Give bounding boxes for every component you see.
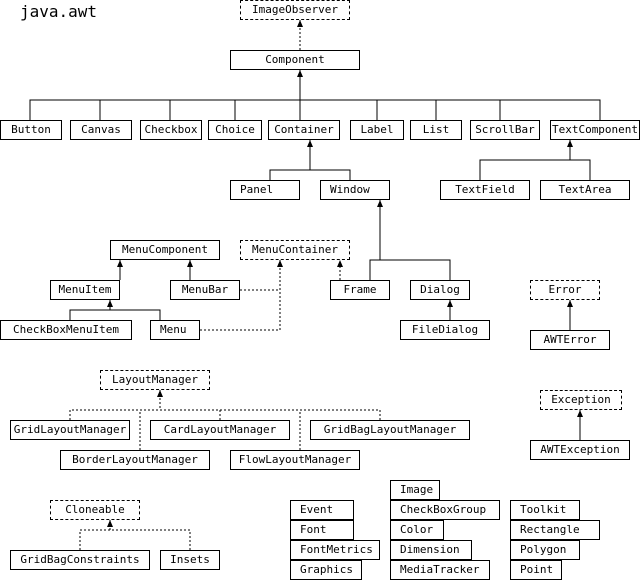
edge-frame-to-window — [369, 259, 380, 280]
cardlayoutmanager-class: CardLayoutManager — [150, 420, 290, 440]
textfield-class: TextField — [440, 180, 530, 200]
list-class: List — [410, 120, 462, 140]
arrowhead-awterror-to-error — [567, 300, 573, 307]
button-class: Button — [0, 120, 62, 140]
graphics-class: Graphics — [290, 560, 362, 580]
arrowhead-container-to-component — [297, 70, 303, 77]
arrowhead-awtexception-to-exception — [577, 410, 583, 417]
awterror-class: AWTError — [530, 330, 610, 350]
cloneable-interface: Cloneable — [50, 500, 140, 520]
borderlayoutmanager-class: BorderLayoutManager — [60, 450, 210, 470]
point-class: Point — [510, 560, 562, 580]
arrowhead-textarea-to-textcomponent — [567, 140, 573, 147]
gridbaglayoutmanager-class: GridBagLayoutManager — [310, 420, 470, 440]
filedialog-class: FileDialog — [400, 320, 490, 340]
arrowhead-component-to-imageobserver — [297, 20, 303, 27]
edge-gridbagconstraints-to-cloneable — [79, 529, 110, 550]
image-class: Image — [390, 480, 440, 500]
menuitem-class: MenuItem — [50, 280, 120, 300]
scrollbar-class: ScrollBar — [470, 120, 540, 140]
menu-class: Menu — [150, 320, 200, 340]
menubar-class: MenuBar — [170, 280, 240, 300]
mediatracker-class: MediaTracker — [390, 560, 490, 580]
layoutmanager-interface: LayoutManager — [100, 370, 210, 390]
edge-window-to-container — [309, 140, 351, 180]
error-interface: Error — [530, 280, 600, 300]
fontmetrics-class: FontMetrics — [290, 540, 380, 560]
arrowhead-menubar-to-menucomponent — [187, 260, 193, 267]
exception-interface: Exception — [540, 390, 622, 410]
polygon-class: Polygon — [510, 540, 580, 560]
edge-checkboxmenuitem-to-menuitem — [69, 309, 110, 320]
arrowhead-dialog-to-window — [377, 200, 383, 207]
color-class: Color — [390, 520, 444, 540]
font-class: Font — [290, 520, 354, 540]
dialog-class: Dialog — [410, 280, 470, 300]
edge-textfield-to-textcomponent — [479, 159, 570, 180]
imageobserver-interface: ImageObserver — [240, 0, 350, 20]
textcomponent-class: TextComponent — [550, 120, 640, 140]
toolkit-class: Toolkit — [510, 500, 580, 520]
gridlayoutmanager-class: GridLayoutManager — [10, 420, 130, 440]
edge-insets-to-cloneable — [109, 520, 191, 550]
arrowhead-menu-to-menuitem — [107, 300, 113, 307]
edge-menu-to-menucontainer — [200, 260, 281, 331]
canvas-class: Canvas — [70, 120, 132, 140]
edge-button-to-component — [29, 99, 300, 120]
edge-gridbaglayoutmanager-to-layoutmanager — [159, 390, 381, 420]
checkbox-class: Checkbox — [140, 120, 202, 140]
choice-class: Choice — [208, 120, 262, 140]
arrowhead-gridbaglayoutmanager-to-layoutmanager — [157, 390, 163, 397]
panel-class: Panel — [230, 180, 300, 200]
arrowhead-insets-to-cloneable — [107, 520, 113, 527]
event-class: Event — [290, 500, 354, 520]
rectangle-class: Rectangle — [510, 520, 600, 540]
edge-textcomponent-to-component — [300, 99, 601, 120]
arrowhead-window-to-container — [307, 140, 313, 147]
menucomponent-class: MenuComponent — [110, 240, 220, 260]
package-title: java.awt — [20, 2, 98, 21]
awtexception-class: AWTException — [530, 440, 630, 460]
dimension-class: Dimension — [390, 540, 472, 560]
insets-class: Insets — [160, 550, 220, 570]
edge-gridlayoutmanager-to-layoutmanager — [69, 409, 160, 420]
arrowhead-filedialog-to-dialog — [447, 300, 453, 307]
menucontainer-interface: MenuContainer — [240, 240, 350, 260]
textarea-class: TextArea — [540, 180, 630, 200]
label-class: Label — [350, 120, 404, 140]
container-class: Container — [268, 120, 340, 140]
arrowhead-menubar-to-menucontainer — [277, 260, 283, 267]
checkboxgroup-class: CheckBoxGroup — [390, 500, 500, 520]
arrowhead-menuitem-to-menucomponent — [117, 260, 123, 267]
edge-menu-to-menuitem — [109, 300, 161, 320]
component-class: Component — [230, 50, 360, 70]
window-class: Window — [320, 180, 390, 200]
arrowhead-frame-to-menucontainer — [337, 260, 343, 267]
flowlayoutmanager-class: FlowLayoutManager — [230, 450, 360, 470]
checkboxmenuitem-class: CheckBoxMenuItem — [0, 320, 132, 340]
edge-textarea-to-textcomponent — [569, 140, 591, 180]
edge-menubar-to-menucontainer — [240, 260, 281, 291]
frame-class: Frame — [330, 280, 390, 300]
edge-panel-to-container — [269, 169, 310, 180]
gridbagconstraints-class: GridBagConstraints — [10, 550, 150, 570]
edge-dialog-to-window — [379, 200, 451, 280]
